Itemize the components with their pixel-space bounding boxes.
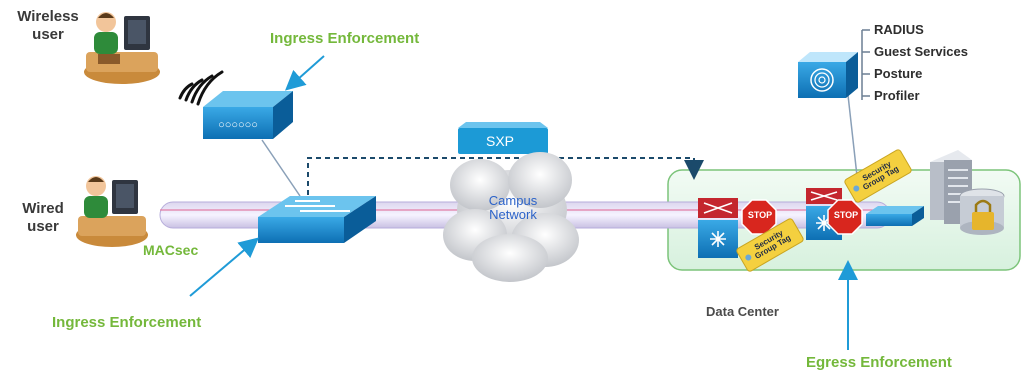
wired-user-label: Wired user (22, 200, 64, 235)
service-posture: Posture (874, 66, 923, 81)
ise-link-line (847, 94, 859, 186)
campus-network-label: Campus Network (488, 193, 538, 222)
access-point-icon: ○○○○○○ (203, 91, 293, 139)
egress-enforcement-label: Egress Enforcement (806, 354, 952, 371)
sxp-box (458, 128, 548, 154)
wireless-user-icon (84, 12, 160, 84)
ise-fingerprint-icon (798, 52, 858, 98)
arrow-ingress-top (285, 55, 325, 91)
service-profiler: Profiler (874, 88, 920, 103)
ap-uplink-line (261, 139, 301, 197)
macsec-label: MACsec (143, 242, 199, 258)
switch-icon (258, 196, 376, 243)
stop-sign-text: STOP (747, 210, 773, 220)
service-radius: RADIUS (874, 22, 924, 37)
database-lock-icon (959, 188, 1005, 235)
wifi-signal-icon (178, 70, 224, 106)
services-bracket (861, 29, 870, 100)
wired-user-icon (76, 176, 148, 247)
data-center-label: Data Center (706, 304, 779, 319)
sxp-dashed-link (307, 157, 704, 195)
wireless-user-label: Wireless user (17, 8, 79, 43)
stop-sign-icon (827, 199, 863, 235)
sxp-label: SXP (486, 133, 515, 149)
service-guest-services: Guest Services (874, 44, 968, 59)
switch-icon (866, 206, 924, 226)
firewall-icon (698, 198, 738, 258)
stop-sign-text: STOP (833, 210, 859, 220)
security-group-tag-icon (844, 149, 912, 203)
sxp-box-top (458, 122, 548, 128)
cloud-icon (443, 152, 579, 282)
arrow-ingress-bottom (189, 237, 260, 297)
security-group-tag-icon (736, 218, 804, 272)
svg-text:○○○○○○: ○○○○○○ (218, 119, 258, 131)
ingress-enforcement-bottom-label: Ingress Enforcement (52, 314, 202, 331)
ingress-enforcement-top-label: Ingress Enforcement (270, 30, 420, 47)
